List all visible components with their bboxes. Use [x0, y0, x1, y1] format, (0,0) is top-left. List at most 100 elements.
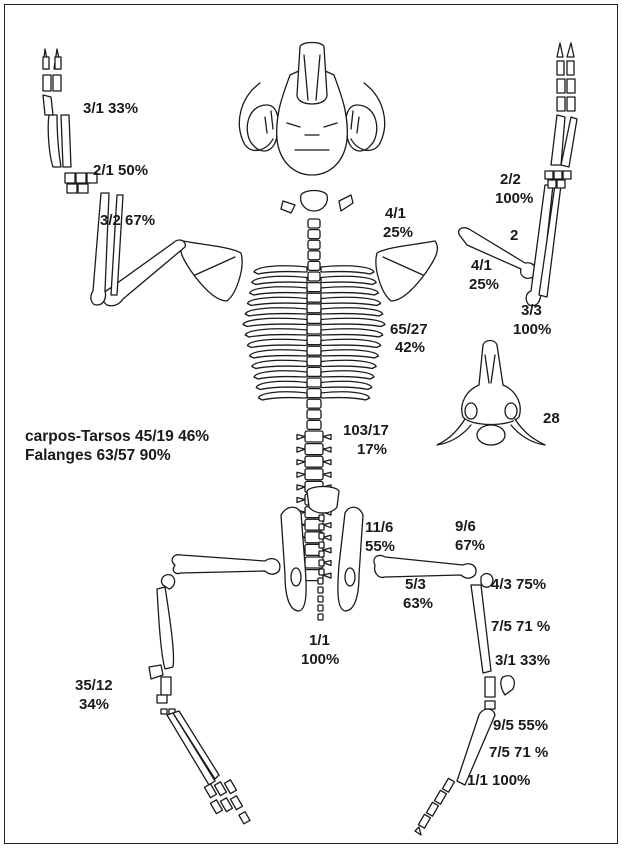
label-forelimb-left-metacarpal: 2/1 50% — [93, 162, 148, 179]
label-falanges: Falanges 63/57 90% — [25, 447, 171, 465]
label-tarsal-left-pct: 34% — [79, 696, 109, 713]
label-forelimb-left-radius: 3/2 67% — [100, 212, 155, 229]
rib-left — [247, 297, 307, 305]
label-skull-count: 28 — [543, 410, 560, 427]
rib-right — [321, 371, 374, 379]
rib-right — [321, 350, 378, 358]
vertebra — [307, 346, 321, 355]
scapula-right — [376, 241, 437, 301]
hindlimb-right — [374, 555, 514, 835]
rib-left — [254, 266, 307, 274]
hindlimb-left — [149, 555, 280, 824]
vertebra — [308, 230, 320, 239]
label-vertebrae-pct: 17% — [357, 441, 387, 458]
rib-right — [321, 318, 385, 326]
label-pelvis-pct: 55% — [365, 538, 395, 555]
label-femur-pct: 63% — [403, 595, 433, 612]
vertebra — [305, 469, 323, 480]
vertebra — [308, 219, 320, 228]
vertebra-process — [297, 460, 305, 465]
vertebra — [307, 410, 321, 419]
tail-vertebra — [319, 569, 324, 575]
vertebra — [308, 261, 320, 270]
label-forelimb-right-phalanx-pct: 100% — [495, 190, 533, 207]
tail-vertebra — [319, 560, 324, 566]
label-ribs-count: 65/27 — [390, 321, 428, 338]
vertebra — [307, 283, 321, 292]
vertebra — [308, 272, 320, 281]
rib-right — [321, 329, 383, 337]
vertebra-process — [323, 447, 331, 452]
label-ulna-right-count: 3/3 — [521, 302, 542, 319]
rib-right — [321, 360, 376, 368]
label-tarsal-left-count: 35/12 — [75, 677, 113, 694]
scapula-left — [181, 241, 242, 301]
rib-left — [247, 339, 307, 347]
tail-vertebra — [318, 605, 323, 611]
right-toe-bones — [415, 778, 454, 835]
tail-vertebra — [319, 515, 324, 521]
tail-vertebra — [318, 578, 323, 584]
label-tail-pct: 100% — [301, 651, 339, 668]
vertebra-process — [323, 472, 331, 477]
vertebra — [307, 325, 321, 334]
rib-right — [321, 276, 376, 284]
tail-vertebra — [318, 614, 323, 620]
vertebra-process — [323, 435, 331, 440]
rib-left — [258, 392, 307, 400]
vertebra — [307, 389, 321, 398]
tail-vertebra — [319, 551, 324, 557]
label-femur-prox-pct: 67% — [455, 537, 485, 554]
label-pelvis-count: 11/6 — [365, 519, 393, 536]
rib-left — [254, 371, 307, 379]
rib-left — [252, 360, 307, 368]
vertebra — [307, 304, 321, 313]
vertebra — [307, 378, 321, 387]
vertebra-process — [297, 435, 305, 440]
vertebra — [307, 420, 321, 429]
rib-left — [252, 276, 307, 284]
skull-ventral — [437, 341, 545, 446]
label-forelimb-right-phalanx-count: 2/2 — [500, 171, 521, 188]
label-carpos-tarsos: carpos-Tarsos 45/19 46% — [25, 428, 209, 446]
label-ulna-right-pct: 100% — [513, 321, 551, 338]
tail-vertebra — [319, 524, 324, 530]
atlas-axis — [281, 191, 353, 214]
vertebra — [305, 456, 323, 467]
rib-right — [321, 392, 370, 400]
rib-left — [245, 329, 307, 337]
vertebra — [305, 431, 323, 442]
rib-right — [321, 287, 378, 295]
tail-vertebra — [318, 587, 323, 593]
label-humerus-right-pct: 25% — [469, 276, 499, 293]
label-toe-phalanx: 1/1 100% — [467, 772, 530, 789]
tail-vertebra — [319, 533, 324, 539]
tail-vertebra — [318, 596, 323, 602]
label-forelimb-right-metacarpal: 2 — [510, 227, 518, 244]
vertebra-process — [297, 498, 305, 503]
rib-left — [250, 350, 307, 358]
label-vertebrae-count: 103/17 — [343, 422, 389, 439]
rib-right — [321, 308, 383, 316]
vertebra — [307, 336, 321, 345]
vertebra — [307, 293, 321, 302]
vertebra-process — [297, 485, 305, 490]
rib-right — [321, 297, 381, 305]
label-femur-prox-count: 9/6 — [455, 518, 476, 535]
rib-left — [256, 381, 307, 389]
rib-left — [250, 287, 307, 295]
label-forelimb-left-phalanx: 3/1 33% — [83, 100, 138, 117]
label-ribs-pct: 42% — [395, 339, 425, 356]
skull-dorsal — [239, 43, 384, 176]
vertebra — [307, 367, 321, 376]
label-tail-count: 1/1 — [309, 632, 330, 649]
label-metatarsal-right: 9/5 55% — [493, 717, 548, 734]
vertebra-process — [297, 447, 305, 452]
label-femur-count: 5/3 — [405, 576, 426, 593]
vertebra-process — [297, 472, 305, 477]
tail-vertebra — [319, 542, 324, 548]
label-humerus-right-count: 4/1 — [471, 257, 492, 274]
vertebra — [305, 444, 323, 455]
vertebra — [307, 357, 321, 366]
rib-left — [243, 318, 307, 326]
